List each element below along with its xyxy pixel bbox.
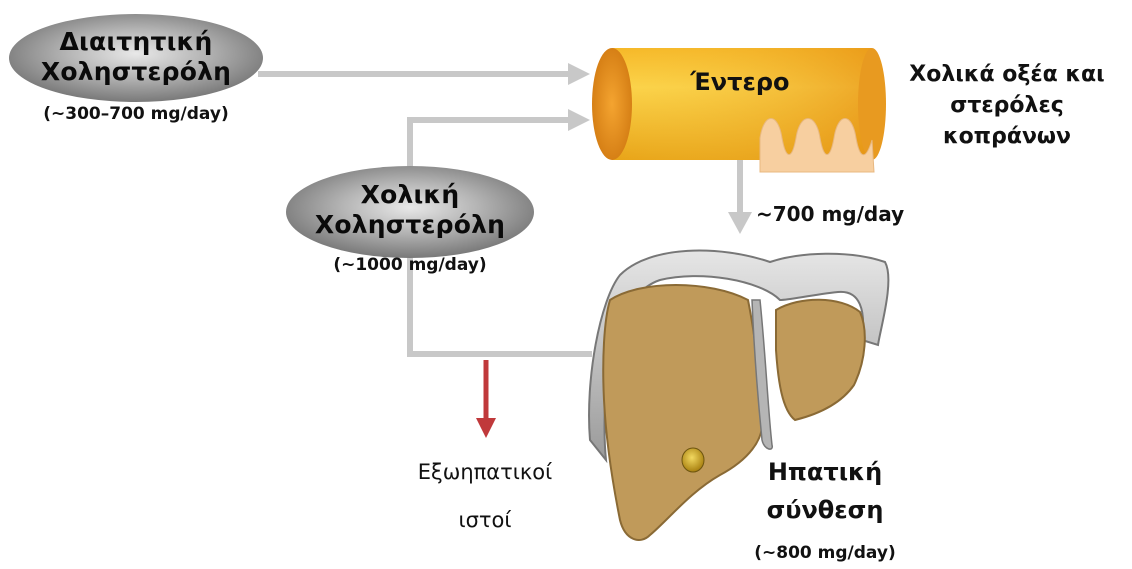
intestine-label: Έντερο xyxy=(680,68,800,97)
dietary-amount: (~300–700 mg/day) xyxy=(20,104,252,124)
dietary-to-intestine-arrow xyxy=(258,63,590,85)
fecal-line2: στερόλες xyxy=(882,91,1132,120)
liver-line2: σύνθεση xyxy=(730,496,920,525)
reabsorption-amount: ~700 mg/day xyxy=(756,202,916,226)
liver-amount: (~800 mg/day) xyxy=(720,543,930,563)
intestine-tube xyxy=(592,48,886,172)
dietary-title-line1: Διαιτητική xyxy=(36,28,236,56)
biliary-title-line1: Χολική xyxy=(310,181,510,209)
liver-line1: Ηπατική xyxy=(730,458,920,487)
biliary-amount: (~1000 mg/day) xyxy=(310,255,510,275)
fecal-line1: Χολικά οξέα και xyxy=(882,60,1132,89)
biliary-title-line2: Χοληστερόλη xyxy=(310,211,510,239)
intestine-to-liver-arrow xyxy=(728,160,752,234)
gallbladder xyxy=(682,448,704,472)
extrahepatic-line1: Εξωηπατικοί xyxy=(390,460,580,484)
dietary-title-line2: Χοληστερόλη xyxy=(36,58,236,86)
extrahepatic-arrow xyxy=(476,360,496,438)
extrahepatic-line2: ιστοί xyxy=(390,508,580,532)
fecal-line3: κοπράνων xyxy=(882,122,1132,151)
